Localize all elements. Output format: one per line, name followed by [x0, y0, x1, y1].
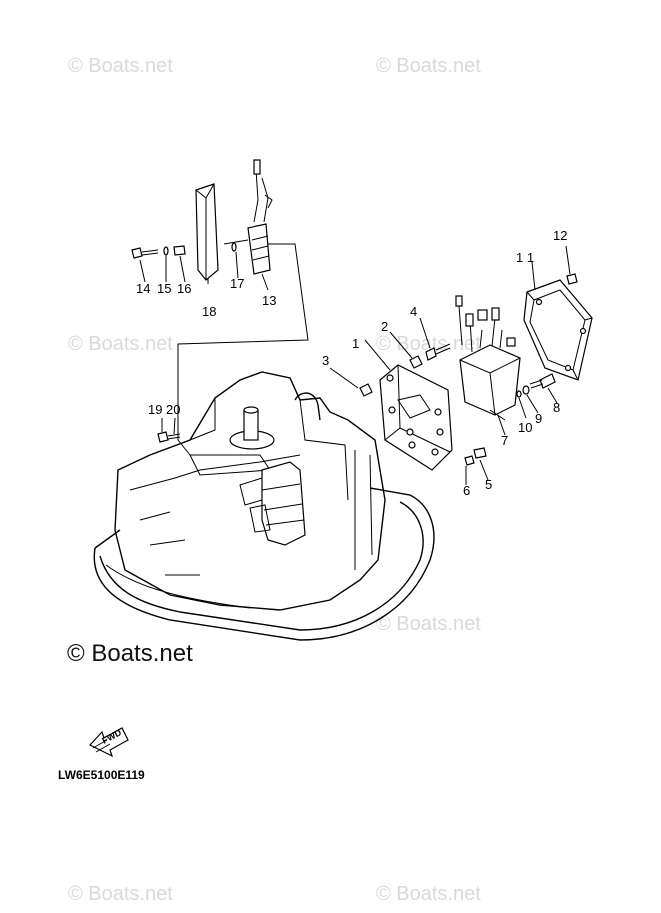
callout-15: 15	[157, 281, 171, 296]
callout-14: 14	[136, 281, 150, 296]
callout-8: 8	[553, 400, 560, 415]
watermark-bottom-right: © Boats.net	[376, 883, 481, 905]
callout-1: 1	[352, 336, 359, 351]
forward-arrow-icon: FWD	[89, 727, 129, 758]
callout-7: 7	[501, 433, 508, 448]
cdi-cover-drawing	[523, 279, 593, 381]
cdi-unit-drawing	[455, 295, 521, 421]
hardware-drawing	[131, 242, 578, 466]
callout-10: 10	[518, 420, 532, 435]
callout-18: 18	[202, 304, 216, 319]
leader-lines	[139, 243, 571, 485]
callout-9: 9	[535, 411, 542, 426]
callout-11: 1 1	[516, 250, 534, 265]
callout-17: 17	[230, 276, 244, 291]
callouts: 1 2 3 4 5 6 7 8 9 10 1 1 12 13 14 15 16 …	[136, 228, 567, 498]
callout-3: 3	[322, 353, 329, 368]
callout-16: 16	[177, 281, 191, 296]
callout-4: 4	[410, 304, 417, 319]
callout-5: 5	[485, 477, 492, 492]
watermark-top-right: © Boats.net	[376, 55, 481, 77]
callout-20: 20	[166, 402, 180, 417]
cdi-plate-drawing	[379, 364, 453, 471]
watermark-bottom-left: © Boats.net	[68, 883, 173, 905]
engine-block-drawing	[114, 371, 386, 611]
callout-13: 13	[262, 293, 276, 308]
callout-12: 12	[553, 228, 567, 243]
drawing-code: LW6E5100E119	[58, 768, 145, 782]
watermark-top-left: © Boats.net	[68, 55, 173, 77]
watermark-mid-left: © Boats.net	[68, 333, 173, 355]
callout-19: 19	[148, 402, 162, 417]
callout-6: 6	[463, 483, 470, 498]
ignition-coil-drawing	[195, 159, 273, 281]
watermark-lower-right: © Boats.net	[376, 613, 481, 635]
watermark-main: © Boats.net	[67, 640, 193, 667]
callout-2: 2	[381, 319, 388, 334]
